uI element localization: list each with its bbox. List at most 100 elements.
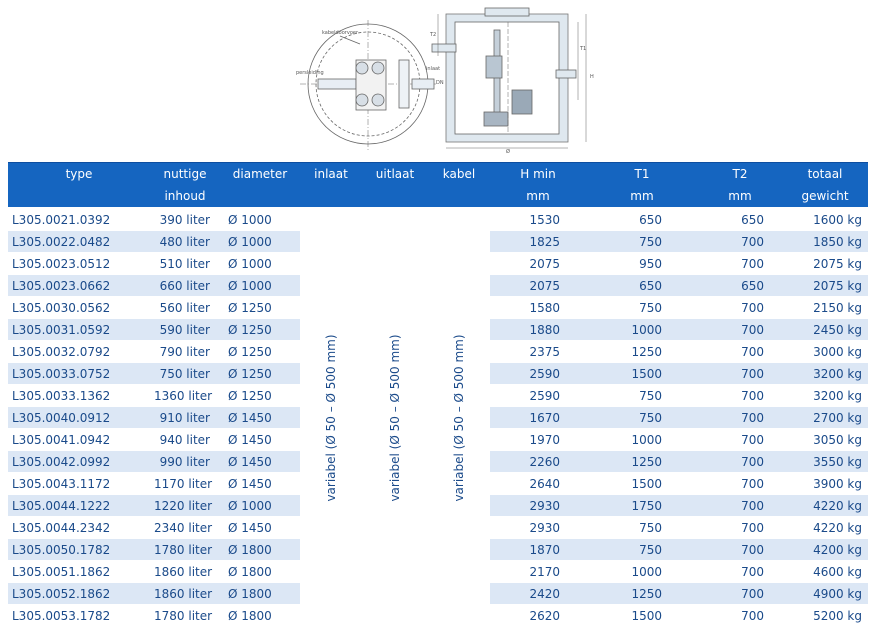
cell-type: L305.0031.0592 <box>8 318 150 341</box>
cell-t1: 750 <box>586 230 698 253</box>
cell-diameter: Ø 1000 <box>220 207 300 231</box>
cell-t1: 1250 <box>586 450 698 473</box>
cell-t1: 1250 <box>586 340 698 363</box>
cell-t2: 650 <box>698 274 782 297</box>
cell-type: L305.0044.2342 <box>8 516 150 539</box>
cell-capacity: 1170 liter <box>150 472 220 495</box>
label-diameter: Ø <box>506 148 510 155</box>
cell-capacity: 390 liter <box>150 207 220 231</box>
header-total: totaal <box>782 162 868 185</box>
header-cable: kabel <box>428 162 490 185</box>
cell-hmin: 1870 <box>490 538 586 561</box>
cell-diameter: Ø 1800 <box>220 560 300 583</box>
cell-hmin: 2620 <box>490 604 586 627</box>
header-row-2: inhoud mm mm mm gewicht <box>8 185 868 208</box>
cell-capacity: 910 liter <box>150 406 220 429</box>
section-view-drawing <box>431 7 587 149</box>
cell-t1: 1250 <box>586 582 698 605</box>
cell-type: L305.0043.1172 <box>8 472 150 495</box>
cell-capacity: 480 liter <box>150 230 220 253</box>
cell-t2: 700 <box>698 340 782 363</box>
cell-capacity: 1780 liter <box>150 538 220 561</box>
cell-hmin: 2420 <box>490 582 586 605</box>
header-outlet-2 <box>362 185 428 208</box>
cell-diameter: Ø 1450 <box>220 428 300 451</box>
cell-t1: 750 <box>586 538 698 561</box>
cell-hmin: 2260 <box>490 450 586 473</box>
cell-hmin: 1970 <box>490 428 586 451</box>
cell-t1: 1500 <box>586 604 698 627</box>
technical-drawings: kabeldoorvoer persleiding inlaat DN T2 T… <box>296 7 594 155</box>
cell-t1: 750 <box>586 406 698 429</box>
cell-t1: 950 <box>586 252 698 275</box>
cell-diameter: Ø 1250 <box>220 362 300 385</box>
cell-weight: 4900 kg <box>782 582 868 605</box>
cell-t2: 700 <box>698 296 782 319</box>
label-t1: T1 <box>579 46 586 52</box>
cell-diameter: Ø 1000 <box>220 252 300 275</box>
cell-type: L305.0022.0482 <box>8 230 150 253</box>
header-total-2: gewicht <box>782 185 868 208</box>
cell-weight: 1600 kg <box>782 207 868 231</box>
cell-type: L305.0032.0792 <box>8 340 150 363</box>
cell-type: L305.0041.0942 <box>8 428 150 451</box>
cell-hmin: 1825 <box>490 230 586 253</box>
cell-hmin: 2075 <box>490 252 586 275</box>
cell-hmin: 1670 <box>490 406 586 429</box>
cell-weight: 1850 kg <box>782 230 868 253</box>
cell-weight: 2075 kg <box>782 252 868 275</box>
cell-diameter: Ø 1250 <box>220 318 300 341</box>
label-pressure-line: persleiding <box>296 70 324 76</box>
cell-type: L305.0052.1862 <box>8 582 150 605</box>
cell-t2: 700 <box>698 538 782 561</box>
header-capacity-2: inhoud <box>150 185 220 208</box>
cell-weight: 4220 kg <box>782 494 868 517</box>
cell-t1: 750 <box>586 516 698 539</box>
cell-hmin: 2590 <box>490 384 586 407</box>
cell-capacity: 560 liter <box>150 296 220 319</box>
header-t1: T1 <box>586 162 698 185</box>
cell-type: L305.0023.0512 <box>8 252 150 275</box>
cell-weight: 3000 kg <box>782 340 868 363</box>
cell-inlet-variable: variabel (Ø 50 – Ø 500 mm) <box>300 207 362 627</box>
top-view-drawing <box>300 20 436 150</box>
cell-diameter: Ø 1800 <box>220 582 300 605</box>
cable-variable-note: variabel (Ø 50 – Ø 500 mm) <box>452 333 466 502</box>
cell-weight: 4600 kg <box>782 560 868 583</box>
cell-capacity: 2340 liter <box>150 516 220 539</box>
cell-capacity: 990 liter <box>150 450 220 473</box>
cell-hmin: 2375 <box>490 340 586 363</box>
cell-hmin: 1580 <box>490 296 586 319</box>
label-cable-entry: kabeldoorvoer <box>322 30 359 36</box>
cell-weight: 3550 kg <box>782 450 868 473</box>
cell-type: L305.0051.1862 <box>8 560 150 583</box>
header-capacity: nuttige <box>150 162 220 185</box>
cell-capacity: 1220 liter <box>150 494 220 517</box>
cell-outlet-variable: variabel (Ø 50 – Ø 500 mm) <box>362 207 428 627</box>
cell-type: L305.0040.0912 <box>8 406 150 429</box>
cell-t2: 700 <box>698 428 782 451</box>
cell-type: L305.0023.0662 <box>8 274 150 297</box>
cell-t2: 700 <box>698 362 782 385</box>
cell-diameter: Ø 1000 <box>220 494 300 517</box>
cell-diameter: Ø 1000 <box>220 230 300 253</box>
header-inlet: inlaat <box>300 162 362 185</box>
cell-capacity: 1360 liter <box>150 384 220 407</box>
cell-weight: 3200 kg <box>782 384 868 407</box>
cell-capacity: 1860 liter <box>150 582 220 605</box>
cell-weight: 5200 kg <box>782 604 868 627</box>
cell-diameter: Ø 1450 <box>220 406 300 429</box>
cell-diameter: Ø 1250 <box>220 384 300 407</box>
header-hmin: H min <box>490 162 586 185</box>
cell-t1: 1000 <box>586 560 698 583</box>
cell-t1: 1500 <box>586 362 698 385</box>
cell-t2: 650 <box>698 207 782 231</box>
cell-weight: 4220 kg <box>782 516 868 539</box>
